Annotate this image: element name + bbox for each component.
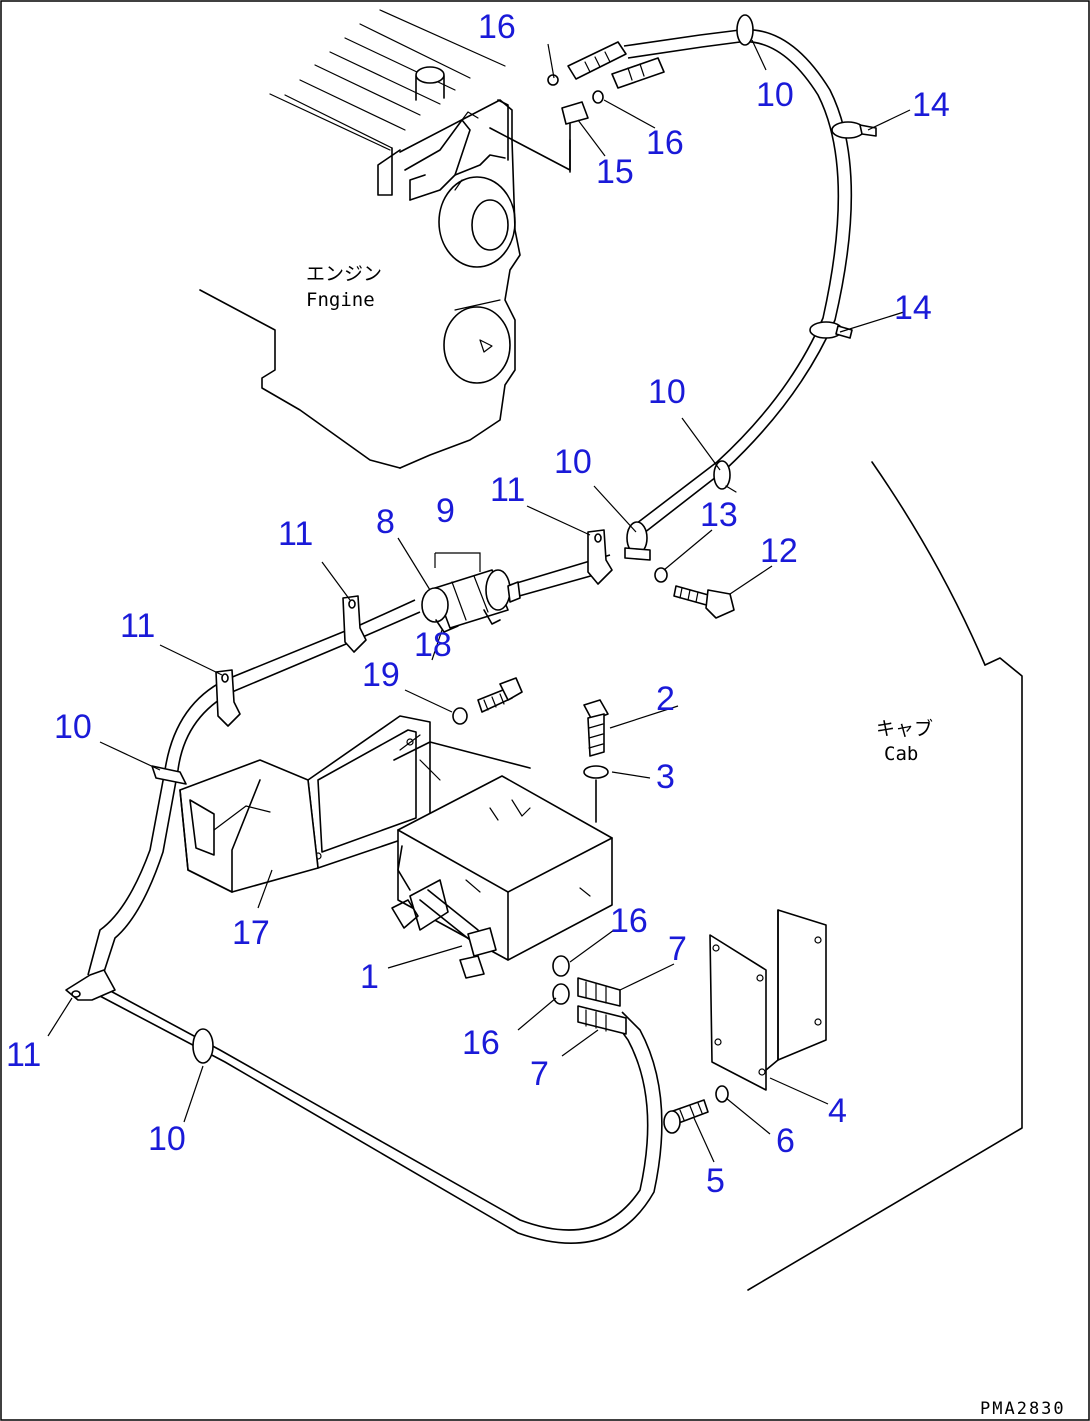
cab-label-jp: キャブ <box>876 717 933 740</box>
callout-11: 11 <box>278 515 313 553</box>
engine-label: エンジン Fngine <box>306 263 382 311</box>
clip-11-center <box>342 595 367 653</box>
callout-16: 16 <box>646 124 684 162</box>
callout-11: 11 <box>490 471 525 509</box>
callouts: 16 10 14 16 15 14 10 10 11 13 12 9 8 11 … <box>6 8 950 1200</box>
callout-11: 11 <box>6 1036 41 1074</box>
callout-7: 7 <box>530 1055 549 1093</box>
callout-19: 19 <box>362 656 400 694</box>
washer-3 <box>583 765 609 779</box>
engine-label-jp: エンジン <box>306 263 382 285</box>
bolt-2 <box>583 699 609 757</box>
callout-4: 4 <box>828 1092 847 1130</box>
clip-11-bottom <box>65 969 116 1001</box>
callout-17: 17 <box>232 914 270 952</box>
hose-fittings-top <box>547 14 754 173</box>
callout-9: 9 <box>436 492 455 530</box>
callout-16: 16 <box>610 902 648 940</box>
callout-8: 8 <box>376 503 395 541</box>
callout-14: 14 <box>894 289 932 327</box>
clip-11-left <box>215 669 241 727</box>
hose-clamps <box>624 121 877 561</box>
callout-1: 1 <box>360 958 379 996</box>
heater-unit-1 <box>391 775 613 979</box>
callout-6: 6 <box>776 1122 795 1160</box>
callout-14: 14 <box>912 86 950 124</box>
leader-lines <box>47 39 911 1163</box>
fittings-16-7 <box>552 955 627 1035</box>
clip-11-right <box>587 529 613 585</box>
callout-2: 2 <box>656 680 675 718</box>
cab-label-en: Cab <box>884 743 918 765</box>
callout-11: 11 <box>120 607 155 645</box>
callout-10: 10 <box>148 1120 186 1158</box>
bolt-5 <box>663 1099 709 1134</box>
callout-12: 12 <box>760 532 798 570</box>
callout-13: 13 <box>700 496 738 534</box>
bolt-12 <box>673 585 735 619</box>
cab-outline <box>747 461 1023 1291</box>
washer-6 <box>715 1085 729 1103</box>
callout-18: 18 <box>414 626 452 664</box>
filter-assembly <box>421 569 521 633</box>
callout-10: 10 <box>648 373 686 411</box>
callout-16: 16 <box>462 1024 500 1062</box>
engine <box>199 9 571 469</box>
engine-label-en: Fngine <box>306 289 375 311</box>
callout-10: 10 <box>554 443 592 481</box>
clamp-10-left <box>151 765 187 785</box>
cover-4 <box>709 909 827 1091</box>
callout-5: 5 <box>706 1162 725 1200</box>
drawing-code: PMA2830 <box>980 1399 1066 1419</box>
clamp-10-bottom <box>192 1028 214 1064</box>
bolt-18-19 <box>452 677 523 725</box>
callout-3: 3 <box>656 758 675 796</box>
callout-16: 16 <box>478 8 516 46</box>
washer-13 <box>654 567 668 583</box>
callout-7: 7 <box>668 930 687 968</box>
callout-10: 10 <box>756 76 794 114</box>
callout-15: 15 <box>596 153 634 191</box>
cab-label: キャブ Cab <box>876 717 933 765</box>
callout-10: 10 <box>54 708 92 746</box>
